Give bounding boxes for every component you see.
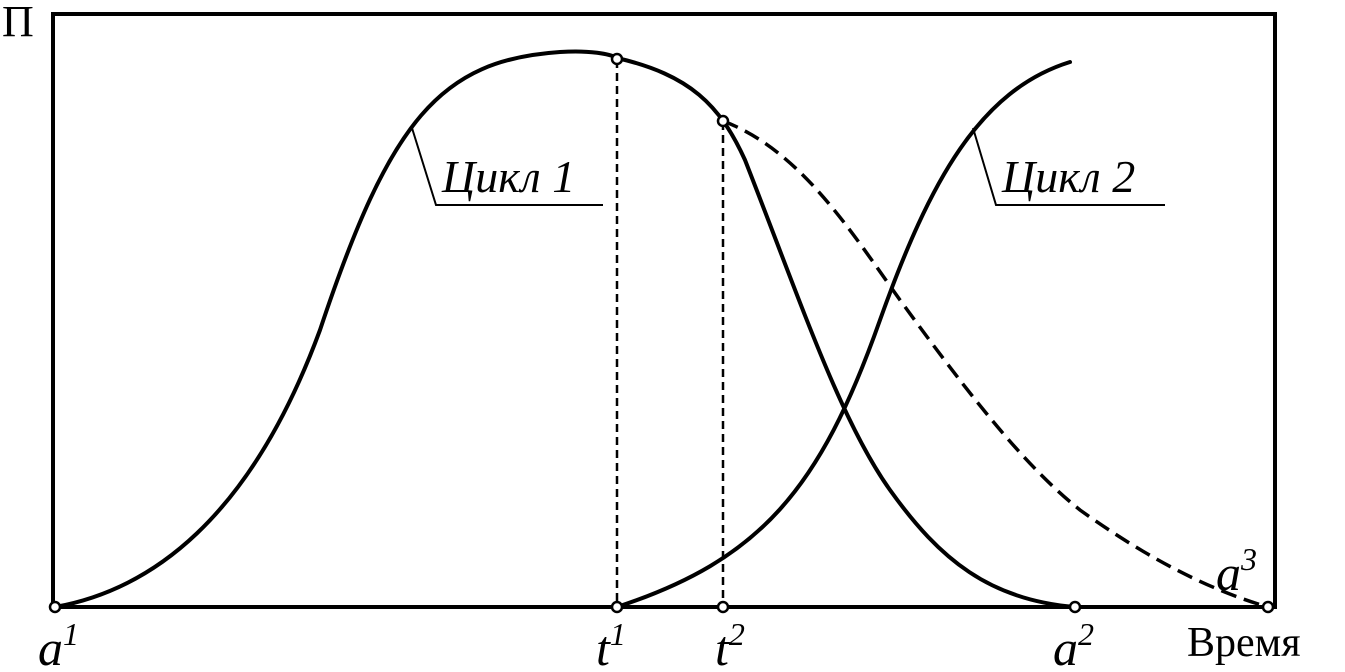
label-a1-sup: 1 bbox=[63, 616, 79, 652]
point-t1-top bbox=[610, 52, 624, 66]
cycle-2-curve bbox=[615, 60, 1072, 609]
point-t2-base bbox=[716, 600, 730, 614]
cycle-2-label: Цикл 2 bbox=[1001, 151, 1135, 202]
label-t1-base: t bbox=[596, 620, 611, 672]
label-t1-sup: 1 bbox=[610, 616, 626, 652]
label-t2: t2 bbox=[715, 616, 745, 672]
cycle-1-leader-line bbox=[411, 127, 603, 206]
point-a1 bbox=[48, 600, 62, 614]
label-a2: a2 bbox=[1053, 616, 1094, 672]
label-t2-base: t bbox=[715, 620, 730, 672]
y-axis-label: П bbox=[2, 0, 34, 46]
label-t1: t1 bbox=[596, 616, 626, 672]
label-a3-base: a bbox=[1216, 545, 1241, 601]
point-a3 bbox=[1261, 600, 1275, 614]
label-a1-base: a bbox=[38, 620, 63, 672]
diagram-frame bbox=[51, 12, 1277, 609]
cycle-1-label: Цикл 1 bbox=[441, 151, 575, 202]
point-a2 bbox=[1068, 600, 1082, 614]
label-a2-base: a bbox=[1053, 620, 1078, 672]
x-axis-label: Время bbox=[1187, 620, 1301, 666]
label-a2-sup: 2 bbox=[1078, 616, 1094, 652]
cycle-2-leader-line bbox=[972, 127, 1165, 206]
point-t1-base bbox=[610, 600, 624, 614]
cycle-1-extended-dashed-curve bbox=[722, 119, 1269, 609]
label-a3: a3 bbox=[1216, 541, 1257, 601]
label-t2-sup: 2 bbox=[729, 616, 745, 652]
point-t2-top bbox=[716, 114, 730, 128]
label-a1: a1 bbox=[38, 616, 79, 672]
label-a3-sup: 3 bbox=[1240, 541, 1257, 577]
